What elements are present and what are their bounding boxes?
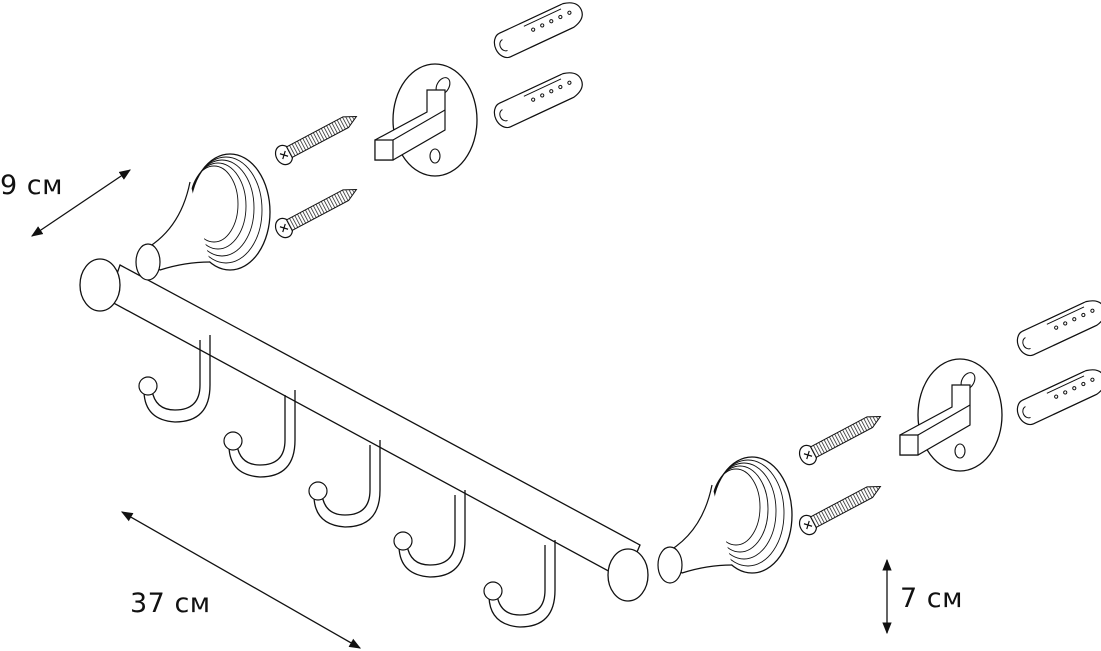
right-wall-mount (607, 456, 793, 602)
screws-right (795, 407, 886, 539)
mounting-plate-right (899, 358, 1003, 472)
wall-plugs-left (489, 0, 588, 132)
left-wall-mount (79, 153, 271, 312)
depth-dimension-arrow (31, 169, 131, 237)
length-dimension-label: 37 см (130, 588, 211, 619)
rail (107, 264, 641, 581)
length-dimension-arrow (120, 511, 362, 649)
depth-dimension-label: 9 см (0, 170, 63, 201)
wall-plugs-right (1012, 295, 1101, 429)
mounting-plate-left (374, 63, 478, 177)
height-dimension-label: 7 см (900, 583, 963, 614)
screws-left (271, 107, 362, 242)
